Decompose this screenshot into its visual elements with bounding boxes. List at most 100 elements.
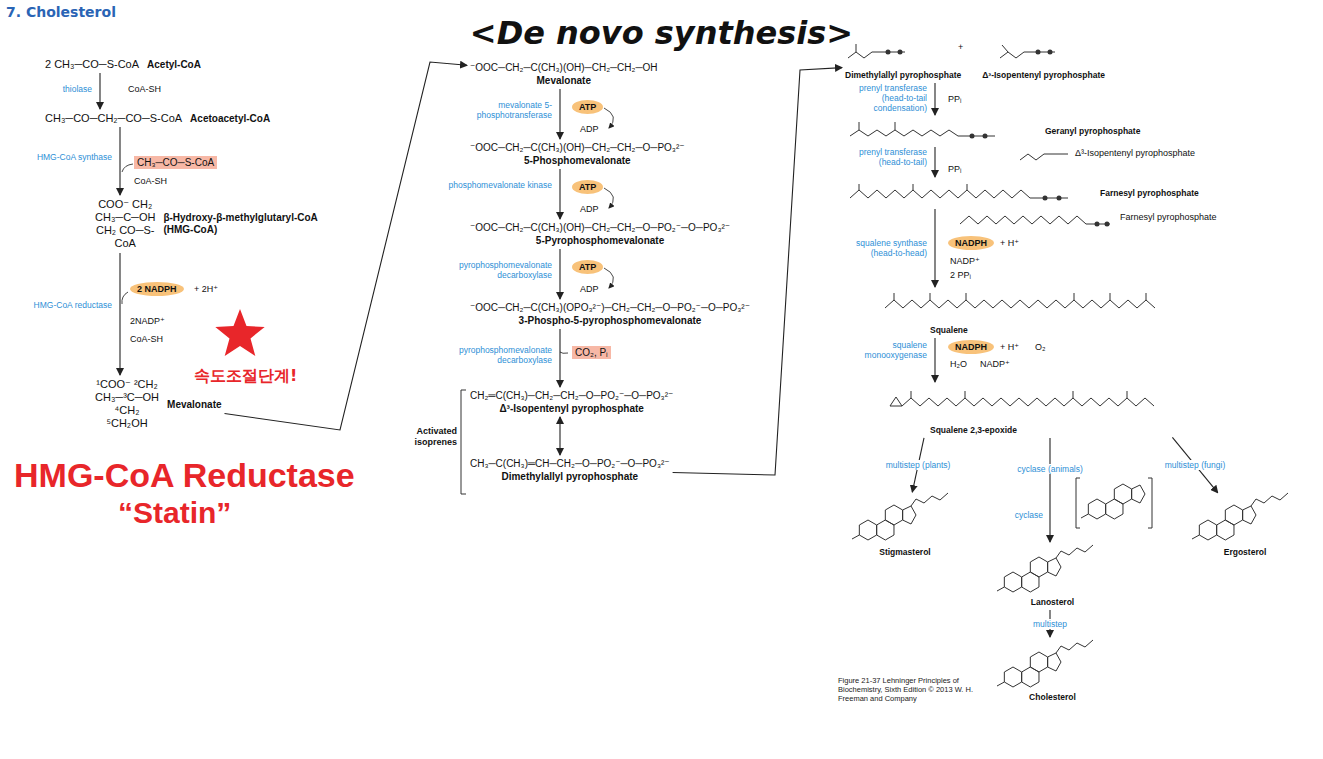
farnesyl-structure — [850, 184, 1068, 198]
metabolite: Farnesyl pyrophosphate — [845, 180, 1230, 206]
node-text: Dimethylallyl pyrophosphate — [501, 471, 638, 482]
metabolite: 2 CH₃─CO─S-CoA Acetyl-CoA — [45, 58, 201, 70]
phosphate — [983, 134, 988, 139]
metabolite: ⁻OOC─CH₂─C(CH₃)(OPO₃²⁻)─CH₂─CH₂─O─PO₂⁻─O… — [470, 302, 750, 326]
cofactor-label: ADP — [580, 284, 599, 294]
enzyme-label: squalene synthase (head-to-head) — [845, 238, 927, 258]
release-curve — [560, 352, 568, 353]
phosphate — [886, 50, 891, 55]
node-text: 5-Phosphomevalonate — [524, 155, 631, 166]
node-text: 2 NADPH — [137, 284, 177, 294]
phosphate — [1105, 222, 1110, 227]
cofactor-curve — [122, 292, 128, 304]
formula-text: CH₂═C(CH₃)─CH₂─CH₂─O─PO₂⁻─O─PO₃²⁻ — [470, 390, 673, 401]
node-text: CH₃─CO─S-CoA — [137, 157, 214, 168]
formula-text: CH₃─C(CH₃)═CH─CH₂─O─PO₂⁻─O─PO₃²⁻ — [470, 458, 670, 469]
phosphate — [1043, 196, 1048, 201]
node-text: 3-Phospho-5-pyrophosphomevalonate — [519, 315, 702, 326]
enzyme-label: pyrophosphomevalonate decarboxylase — [440, 345, 552, 365]
sterol: Stigmasterol — [845, 495, 965, 557]
enzyme-label: cyclase — [965, 510, 1043, 520]
sterol: Cholesterol — [990, 640, 1115, 702]
edge-label: multistep — [1031, 619, 1069, 629]
node-text: Δ³-Isopentenyl pyrophosphate — [499, 403, 643, 414]
cofactor-label: NADP⁺ — [950, 256, 980, 266]
node-text: Acetoacetyl-CoA — [190, 113, 270, 124]
figure-caption: Figure 21-37 Lehninger Principles of Bio… — [838, 676, 978, 703]
node-text: NADPH — [955, 342, 987, 352]
reaction-arrow — [934, 338, 935, 382]
sterol: Ergosterol — [1185, 495, 1305, 557]
cofactor-label: Farnesyl pyrophosphate — [1120, 212, 1217, 222]
node-text: Mevalonate — [537, 75, 591, 86]
enzyme-label: thiolase — [30, 84, 92, 94]
cofactor-label: ADP — [580, 204, 599, 214]
enzyme-label: squalene monooxygenase — [845, 340, 927, 360]
reaction-arrow — [559, 329, 560, 387]
edge-label: multistep (plants) — [884, 460, 953, 470]
phosphate — [1036, 50, 1041, 55]
cofactor-label: CoA-SH — [134, 176, 167, 186]
isoprene-structures — [848, 44, 1055, 58]
cofactor-label: CoA-SH — [130, 334, 163, 344]
cofactor-oval: 2 NADPH — [130, 282, 184, 296]
metabolite: ¹COO⁻ ²CH₂ CH₃─³C─OH ⁴CH₂ ⁵CH₂OHMevalona… — [95, 378, 222, 430]
cofactor-label: Δ³-Isopentenyl pyrophosphate — [1075, 148, 1195, 158]
node-text: Geranyl pyrophosphate — [1045, 126, 1140, 136]
metabolite: CH₂═C(CH₃)─CH₂─CH₂─O─PO₂⁻─O─PO₃²⁻ Δ³-Isop… — [470, 390, 673, 414]
enzyme-label: prenyl transferase (head-to-tail) — [845, 147, 927, 167]
cofactor-label: PPᵢ — [948, 164, 961, 174]
reaction-arrow — [559, 249, 560, 299]
node-text: Acetyl-CoA — [147, 59, 201, 70]
enzyme-label: HMG-CoA synthase — [14, 152, 112, 162]
metabolite: ⁻OOC─CH₂─C(CH₃)(OH)─CH₂─CH₂─OHMevalonate — [470, 62, 658, 86]
reaction-arrow — [559, 417, 560, 455]
squalene-structure — [885, 293, 1155, 308]
atp-adp-curve — [604, 108, 613, 128]
reaction-arrow — [559, 89, 560, 139]
methyl-bond — [911, 391, 1127, 398]
stigmasterol-structure — [852, 493, 948, 540]
farnesyl-chain — [850, 190, 1068, 198]
cofactor-label: CoA-SH — [128, 84, 161, 94]
formula-text: 2 CH₃─CO─S-CoA — [45, 58, 139, 70]
lanosterol-structure — [997, 545, 1093, 592]
node-text: β-Hydroxy-β-methylglutaryl-CoA (HMG-CoA) — [163, 212, 323, 236]
node-text: Farnesyl pyrophosphate — [1100, 188, 1199, 198]
cofactor-curve — [122, 164, 133, 172]
atp-adp-curve — [604, 188, 613, 208]
intermediate-structure — [1081, 484, 1145, 519]
cofactor-oval: NADPH — [948, 236, 994, 250]
reaction-arrow — [934, 209, 935, 287]
cholesterol-structure — [997, 640, 1093, 687]
epoxide-ring — [890, 397, 902, 406]
enzyme-label: pyrophosphomevalonate decarboxylase — [440, 260, 552, 280]
section-heading: 7. Cholesterol — [6, 4, 116, 20]
cofactor-oval: ATP — [572, 180, 603, 194]
phosphate — [898, 50, 903, 55]
enzyme-label: phosphomevalonate kinase — [440, 180, 552, 190]
phosphate — [1095, 222, 1100, 227]
node-text: CO₂, Pᵢ — [575, 347, 608, 358]
phosphate — [970, 134, 975, 139]
dmapp-chain — [848, 52, 905, 58]
methyl-bond — [856, 44, 857, 52]
squalene-chain — [885, 300, 1155, 308]
atp-adp-curve — [604, 268, 613, 288]
cofactor-label: + — [958, 42, 963, 52]
rate-limiting-note: 속도조절단계! — [194, 366, 297, 387]
metabolite: COO⁻ CH₂ CH₃─C─OH CH₂ CO─S-CoAβ-Hydroxy-… — [95, 198, 323, 250]
enzyme-label: prenyl transferase (head-to-tail condens… — [845, 83, 927, 113]
highlight-box: CO₂, Pᵢ — [572, 346, 611, 359]
cofactor-label: 2 PPᵢ — [950, 270, 971, 280]
methyl-bond — [894, 293, 1146, 300]
node-text: NADPH — [955, 238, 987, 248]
node-text: Squalene — [930, 325, 968, 335]
cofactor-label: NADP⁺ — [980, 359, 1010, 369]
farnesyl-chain — [960, 216, 1110, 224]
node-text: Cholesterol — [1029, 692, 1076, 702]
formula-text: ⁻OOC─CH₂─C(CH₃)(OPO₃²⁻)─CH₂─CH₂─O─PO₂⁻─O… — [470, 302, 750, 313]
reaction-arrow — [934, 147, 935, 177]
formula-text: Dimethylallyl pyrophosphate — [845, 70, 961, 80]
metabolite: Squalene 2,3-epoxide — [880, 385, 1180, 435]
